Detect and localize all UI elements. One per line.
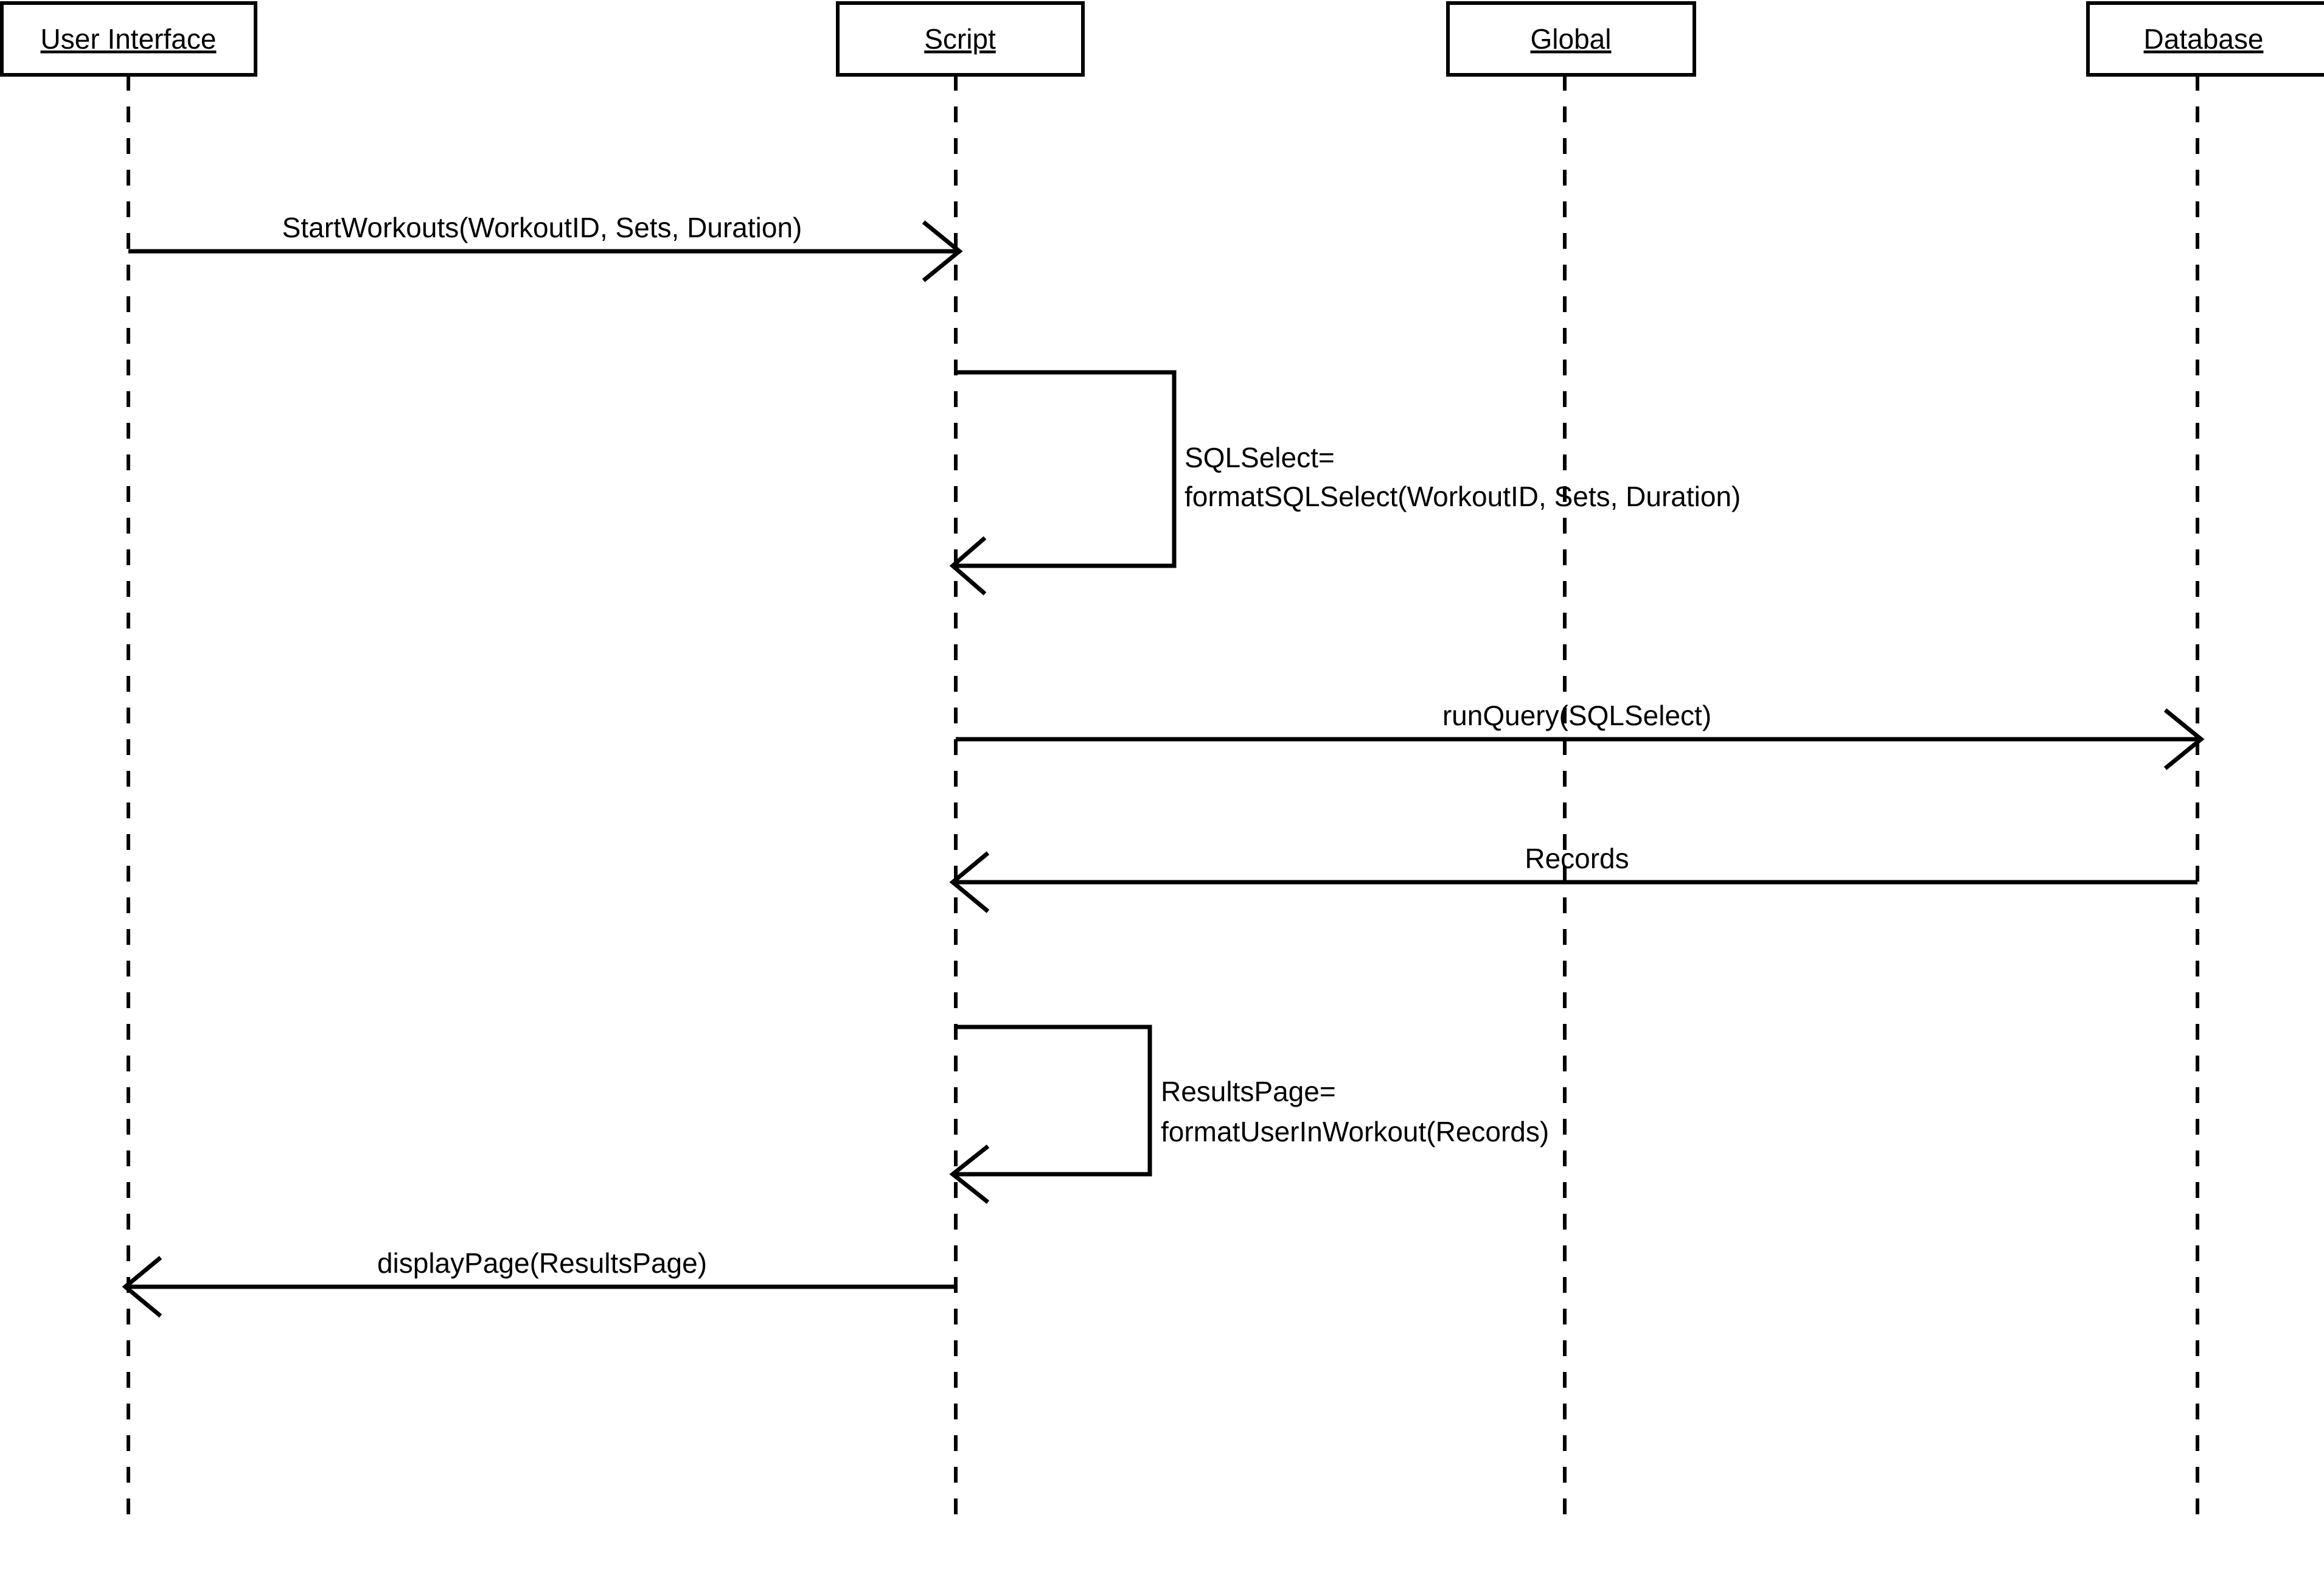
message-label-display-page: displayPage(ResultsPage) [377, 1247, 707, 1279]
arrow-head-run-query [2163, 708, 2205, 770]
selfcall-path-format-user-in-workout [956, 1025, 1152, 1177]
participant-box-user-interface[interactable] [0, 1, 257, 77]
message-label-start-workouts: StartWorkouts(WorkoutID, Sets, Duration) [282, 212, 802, 243]
message-display-page[interactable]: displayPage(ResultsPage) [122, 1247, 956, 1318]
participant-database[interactable]: Database [2086, 1, 2324, 77]
message-format-user-in-workout[interactable]: ResultsPage= formatUserInWorkout(Records… [949, 1025, 1549, 1204]
message-label-format-user-in-workout-line2: formatUserInWorkout(Records) [1161, 1116, 1549, 1147]
message-run-query[interactable]: runQuery(SQLSelect) [956, 700, 2205, 770]
message-label-records: Records [1525, 843, 1629, 874]
arrow-head-format-user-in-workout [949, 1144, 990, 1204]
arrow-head-records [949, 851, 990, 913]
participant-label-script: Script [924, 23, 996, 55]
participant-label-global: Global [1531, 23, 1612, 55]
arrow-head-start-workouts [922, 220, 963, 282]
participant-script[interactable]: Script [836, 1, 1085, 77]
participant-box-database[interactable] [2086, 1, 2324, 77]
message-records[interactable]: Records [949, 843, 2197, 913]
arrow-head-display-page [122, 1256, 162, 1318]
message-start-workouts[interactable]: StartWorkouts(WorkoutID, Sets, Duration) [128, 212, 963, 282]
participant-global[interactable]: Global [1446, 1, 1696, 77]
selfcall-path-format-sql-select [956, 370, 1177, 568]
participant-user-interface[interactable]: User Interface [0, 1, 257, 77]
participant-box-script[interactable] [836, 1, 1085, 77]
participant-label-database: Database [2144, 23, 2264, 55]
participant-label-user-interface: User Interface [41, 23, 217, 55]
lifelines-group [127, 75, 2199, 1516]
message-format-sql-select[interactable]: SQLSelect= formatSQLSelect(WorkoutID, Se… [949, 370, 1741, 596]
message-label-format-user-in-workout-line1: ResultsPage= [1161, 1076, 1336, 1107]
message-label-run-query: runQuery(SQLSelect) [1442, 700, 1711, 731]
participant-box-global[interactable] [1446, 1, 1696, 77]
message-label-format-sql-select-line1: SQLSelect= [1185, 442, 1335, 473]
message-label-format-sql-select-line2: formatSQLSelect(WorkoutID, Sets, Duratio… [1185, 481, 1741, 512]
arrow-head-format-sql-select [949, 536, 987, 596]
